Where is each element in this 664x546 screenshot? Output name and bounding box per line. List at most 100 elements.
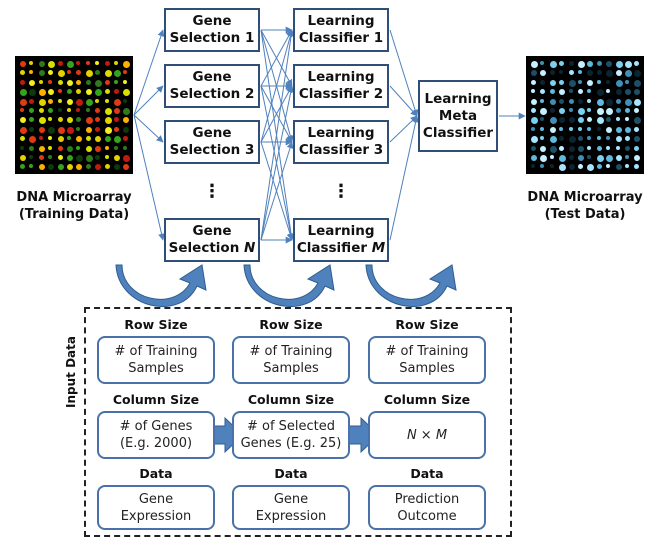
microarray-spot (114, 126, 119, 132)
microarray-spot (531, 145, 536, 151)
data-header-2: Data (274, 466, 308, 481)
microarray-spot (123, 117, 130, 124)
microarray-spot (20, 61, 26, 67)
microarray-spot (625, 145, 630, 151)
microarray-spot (29, 164, 34, 169)
microarray-spot (615, 117, 620, 122)
column-size-line1: N × M (406, 427, 448, 443)
microarray-spot (76, 108, 81, 112)
microarray-spot (29, 79, 36, 86)
microarray-spot (559, 98, 565, 104)
input-data-label: Input Data (64, 336, 78, 408)
microarray-spot (114, 98, 121, 106)
microarray-spot (57, 70, 65, 78)
microarray-spot (549, 79, 556, 86)
microarray-spot (606, 136, 611, 141)
microarray-spot (114, 155, 120, 161)
selection-to-classifier-arrow (260, 29, 293, 87)
column-size-line1: # of Selected (246, 419, 336, 434)
classifier-label: Classifier M (297, 240, 385, 257)
microarray-spot (95, 145, 102, 152)
microarray-spot (38, 89, 46, 97)
microarray-spot (587, 117, 593, 123)
microarray-spot (114, 117, 119, 123)
microarray-spot (104, 79, 110, 85)
microarray-spot (114, 136, 121, 144)
microarray-spot (540, 61, 545, 65)
microarray-spot (606, 164, 611, 169)
microarray-spot (568, 126, 573, 131)
selection-to-classifier-arrow (260, 141, 294, 241)
microarray-spot (568, 98, 574, 104)
microarray-spot (57, 98, 62, 103)
microarray-spot (48, 70, 54, 76)
microarray-spot (38, 98, 46, 106)
microarray-spot (540, 126, 545, 131)
microarray-spot (85, 117, 93, 125)
microarray-spot (95, 70, 101, 76)
meta-line1: Learning (424, 90, 492, 107)
classifier-label: Classifier 3 (298, 142, 384, 158)
microarray-spot (625, 79, 629, 84)
microarray-spot (549, 70, 555, 76)
microarray-spot (559, 108, 566, 114)
microarray-spot (67, 79, 73, 86)
microarray-spot (57, 108, 62, 112)
microarray-spot (104, 145, 109, 150)
microarray-spot (29, 126, 35, 132)
microarray-spot (20, 136, 25, 142)
column-size-box-2: # of Selected Genes (E.g. 25) (232, 411, 350, 459)
microarray-spot (625, 89, 631, 96)
data-line1: Prediction (394, 491, 460, 507)
microarray-spot (85, 108, 90, 112)
microarray-spot (531, 126, 535, 131)
microarray-spot (559, 89, 566, 96)
microarray-spot (104, 117, 112, 125)
microarray-spot (587, 164, 595, 172)
microarray-spot (540, 89, 546, 95)
microarray-spot (634, 108, 640, 113)
microarray-spot (549, 136, 557, 144)
microarray-spot (76, 117, 82, 123)
row-size-line1: # of Training (114, 344, 198, 359)
microarray-spot (85, 70, 93, 78)
microarray-spot (587, 108, 592, 112)
microarray-spot (615, 89, 622, 96)
microarray-spot (123, 70, 128, 75)
microarray-spot (67, 155, 73, 161)
microarray-spot (596, 117, 604, 125)
classifier-var: M (371, 240, 386, 256)
microarray-spot (625, 61, 632, 68)
microarray-spot (568, 61, 574, 66)
microarray-spot (104, 136, 111, 143)
microarray-spot (123, 79, 128, 84)
microarray-spot (104, 155, 109, 159)
microarray-spot (559, 164, 567, 172)
microarray-spot (615, 155, 622, 161)
row-size-line1: # of Training (249, 344, 333, 359)
selection-to-classifier-arrow (260, 85, 295, 241)
microarray-spot (568, 79, 576, 87)
data-header-1: Data (139, 466, 173, 481)
microarray-spot (615, 61, 623, 68)
microarray-spot (634, 145, 640, 151)
microarray-spot (615, 145, 620, 150)
microarray-spot (48, 98, 54, 104)
microarray-spot (559, 117, 566, 124)
gene-selection-box-n: Gene Selection N (164, 218, 260, 262)
microarray-spot (531, 89, 535, 94)
microarray-spot (596, 108, 604, 115)
data-line1: Gene (273, 491, 309, 507)
microarray-spot (114, 61, 118, 65)
microarray-spot (531, 164, 535, 169)
microarray-spot (114, 108, 120, 114)
selection-to-classifier-arrow (260, 85, 293, 143)
microarray-spot (20, 164, 25, 170)
microarray-spot (95, 155, 101, 160)
microarray-spot (606, 126, 613, 133)
microarray-spot (20, 126, 27, 134)
microarray-spot (48, 145, 53, 150)
microarray-spot (85, 136, 91, 142)
microarray-spot (596, 79, 601, 84)
microarray-spot (625, 70, 632, 78)
